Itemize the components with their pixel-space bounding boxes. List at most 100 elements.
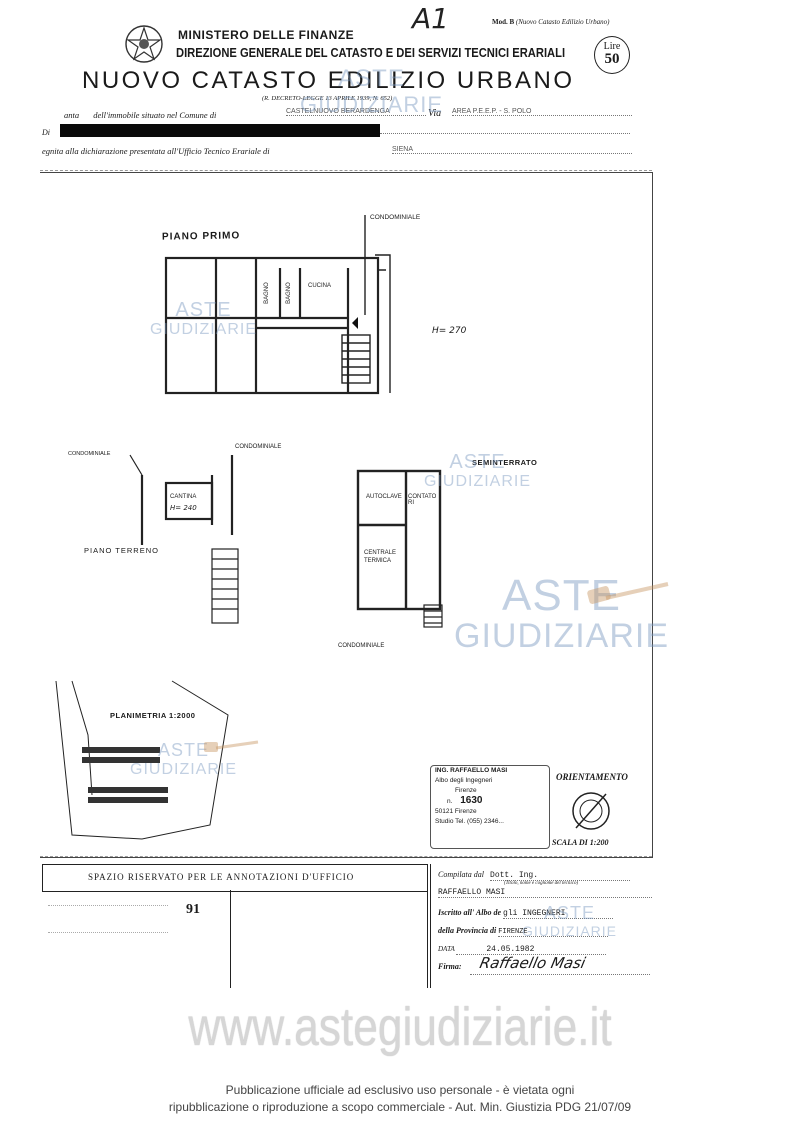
- albo-row: Iscritto all' Albo de gli INGEGNERI: [438, 908, 652, 919]
- form-line-3: egnita alla dichiarazione presentata all…: [42, 146, 634, 156]
- height-primo: H= 270: [432, 326, 467, 336]
- data-label: DATA: [438, 945, 455, 953]
- seal-number: 1630: [460, 795, 483, 806]
- handwritten-tag: A1: [412, 2, 449, 35]
- seal-line-4: Studio Tel. (055) 2346...: [435, 818, 504, 825]
- firma-line: [470, 974, 650, 975]
- compiler-box: [430, 864, 655, 988]
- arrow-left-icon: [352, 317, 358, 329]
- condominiale-left-label: CONDOMINIALE: [68, 451, 111, 457]
- watermark-brand-5-bottom: GIUDIZIARIE: [130, 761, 238, 778]
- compilata-hint: (Titolo, nome e cognome del tecnico): [504, 881, 579, 886]
- watermark-brand-4: ASTE GIUDIZIARIE: [454, 571, 670, 656]
- form-line-1: anta dell'immobile situato nel Comune di…: [64, 108, 634, 122]
- publication-notice-line-2: ripubblicazione o riproduzione a scopo c…: [168, 1100, 632, 1114]
- data-value: 24.05.1982: [456, 945, 607, 955]
- redaction-bar: [60, 124, 380, 137]
- condominiale-bottom-label: CONDOMINIALE: [338, 643, 385, 649]
- page-title: NUOVO CATASTO EDILIZIO URBANO: [82, 67, 575, 94]
- seal-number-label: n.: [447, 798, 453, 805]
- provincia-row: della Provincia di FIRENZE: [438, 926, 652, 937]
- room-bagno-2: BAGNO: [285, 282, 292, 304]
- room-centrale-1: CENTRALE: [364, 550, 397, 556]
- watermark-brand-1-bottom: GIUDIZIARIE: [300, 92, 444, 117]
- room-bagno-1: BAGNO: [263, 282, 270, 304]
- frame-top-edge: [40, 170, 652, 171]
- planimetria-label: PLANIMETRIA 1:2000: [110, 711, 196, 720]
- office-annotations-title: SPAZIO RISERVATO PER LE ANNOTAZIONI D'UF…: [88, 872, 355, 882]
- via-label: Via: [428, 108, 442, 119]
- document-header: A1 Mod. B (Nuovo Catasto Edilizio Urbano…: [0, 0, 800, 170]
- seal-line-2: Firenze: [455, 787, 477, 794]
- model-sub: (Nuovo Catasto Edilizio Urbano): [515, 18, 610, 26]
- model-label: Mod. B (Nuovo Catasto Edilizio Urbano): [492, 18, 609, 26]
- comune-value: CASTELNUOVO BERARDENGA: [286, 108, 426, 116]
- condominiale-top-label: CONDOMINIALE: [370, 214, 421, 221]
- tax-stamp: Lire 50: [594, 36, 630, 74]
- signature: Raffaello Masi: [478, 954, 588, 972]
- watermark-brand-4-top: ASTE: [502, 571, 621, 620]
- watermark-brand-6: ASTE GIUDIZIARIE: [522, 904, 617, 940]
- seal-name: ING. RAFFAELLO MASI: [435, 767, 508, 774]
- via-value: AREA P.E.E.P. - S. POLO: [452, 108, 632, 116]
- tax-stamp-label: Lire: [603, 41, 621, 52]
- watermark-brand-1: ASTE GIUDIZIARIE: [300, 66, 443, 118]
- watermark-brand-3-top: ASTE: [449, 451, 506, 473]
- condominiale-mid-label: CONDOMINIALE: [235, 444, 282, 450]
- room-contatori: CONTATO RI: [408, 494, 437, 506]
- seminterrato-label: SEMINTERRATO: [472, 458, 538, 467]
- firma-label: Firma:: [438, 962, 462, 971]
- ufficio-value: SIENA: [392, 146, 632, 154]
- watermark-brand-1-top: ASTE: [338, 65, 405, 92]
- seal-line-3: 50121 Firenze: [435, 808, 477, 815]
- tax-stamp-value: 50: [604, 51, 620, 67]
- scala-label: SCALA DI 1:200: [552, 838, 609, 847]
- form-line-2-prefix: Di: [42, 128, 50, 137]
- compilata-label: Compilata dal: [438, 870, 485, 879]
- footer-top-rule: [40, 856, 652, 857]
- watermark-brand-5-top: ASTE: [158, 740, 210, 760]
- form-line-1-prefix: anta: [64, 110, 80, 120]
- decree-label: (R. DECRETO-LEGGE 13 APRILE 1939, N. 652…: [262, 95, 393, 102]
- publication-notice-line-1: Pubblicazione ufficiale ad esclusivo uso…: [225, 1083, 575, 1097]
- form-line-2: [380, 132, 630, 134]
- watermark-brand-2-bottom: GIUDIZIARIE: [150, 321, 258, 338]
- compilata-value: Dott. Ing.: [490, 871, 631, 881]
- provincia-label: della Provincia di: [438, 926, 497, 935]
- watermark-brand-2: ASTE GIUDIZIARIE: [150, 300, 257, 340]
- gavel-watermark-small-icon: [204, 740, 259, 752]
- watermark-brand-6-top: ASTE: [544, 903, 596, 923]
- albo-label: Iscritto all' Albo de: [438, 908, 502, 917]
- seal-number-row: n. 1630: [435, 796, 549, 807]
- room-autoclave: AUTOCLAVE: [366, 494, 402, 500]
- office-mark: 91: [186, 902, 200, 917]
- site-watermark: www.astegiudiziarie.it: [188, 997, 612, 1057]
- piano-terreno-label: PIANO TERRENO: [84, 546, 159, 555]
- engineer-seal: ING. RAFFAELLO MASI Albo degli Ingegneri…: [430, 765, 550, 849]
- model-code: Mod. B: [492, 18, 515, 26]
- drawing-frame: [40, 172, 653, 858]
- albo-value: gli INGEGNERI: [503, 909, 614, 919]
- gavel-watermark-icon: [587, 582, 669, 604]
- orientamento-label: ORIENTAMENTO: [556, 772, 628, 782]
- compilata-row: Compilata dal Dott. Ing.: [438, 870, 652, 881]
- compilata-name: RAFFAELLO MASI: [438, 888, 652, 898]
- floor-plan-terreno: [129, 454, 239, 624]
- seal-line-1: Albo degli Ingegneri: [435, 777, 493, 784]
- firma-row: Firma:: [438, 962, 652, 971]
- compass-icon: [572, 792, 610, 830]
- watermark-brand-2-top: ASTE: [175, 299, 232, 321]
- publication-notice: Pubblicazione ufficiale ad esclusivo uso…: [0, 1082, 800, 1116]
- height-cantina: H= 240: [170, 504, 197, 512]
- watermark-brand-3-bottom: GIUDIZIARIE: [424, 473, 532, 490]
- watermark-brand-5: ASTE GIUDIZIARIE: [130, 740, 237, 780]
- ufficio-label: egnita alla dichiarazione presentata all…: [42, 146, 270, 156]
- office-scribbles: [48, 905, 168, 933]
- watermark-brand-4-bottom: GIUDIZIARIE: [454, 617, 670, 655]
- room-cantina: CANTINA: [170, 494, 197, 500]
- room-cucina: CUCINA: [308, 283, 332, 289]
- watermark-brand-6-bottom: GIUDIZIARIE: [522, 923, 618, 939]
- floor-plan-seminterrato: [356, 469, 443, 628]
- watermark-brand-3: ASTE GIUDIZIARIE: [424, 452, 531, 492]
- office-annotations-area: [230, 890, 428, 988]
